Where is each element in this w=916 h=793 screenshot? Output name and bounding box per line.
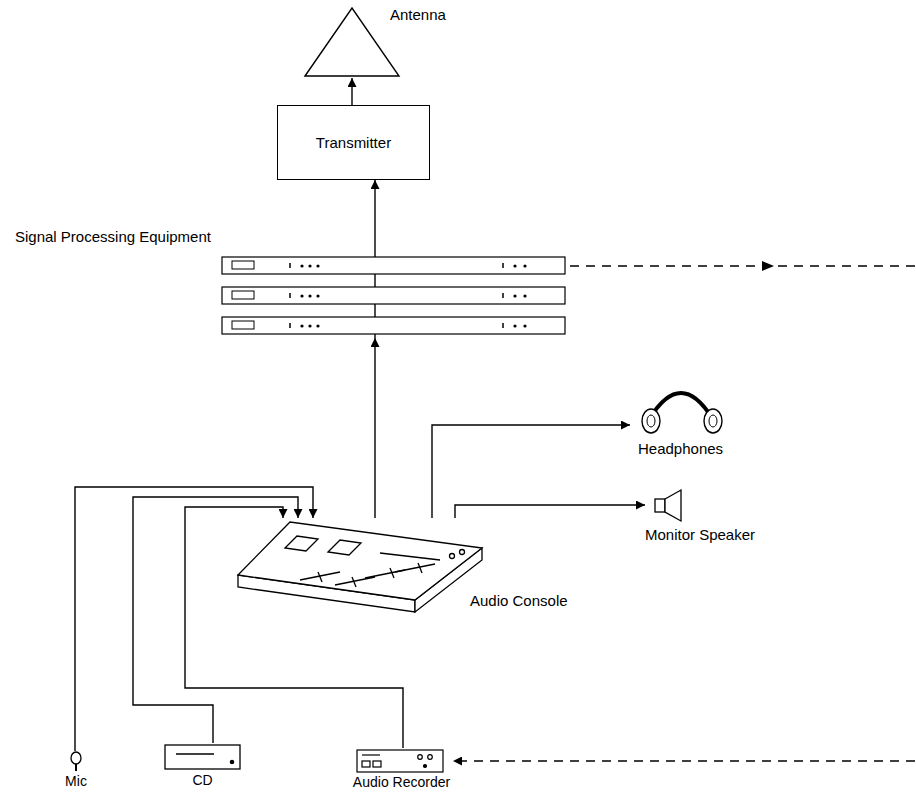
fader-knob: [352, 577, 356, 587]
dashed-connector: [453, 266, 916, 761]
equipment-rack: Signal Processing Equipment: [10, 226, 570, 338]
node-label: Headphones: [638, 440, 723, 457]
signal-connector: [185, 507, 403, 748]
node-label: Antenna: [390, 6, 446, 23]
ear-cup: [642, 409, 660, 433]
cd-player: CD: [163, 743, 242, 791]
recorder-led: [424, 765, 427, 768]
console-top: [238, 522, 482, 600]
signal-connector: [455, 505, 645, 518]
headband: [650, 393, 712, 418]
rack-unit: [222, 287, 565, 304]
rack-equipment: [222, 226, 565, 338]
node-label: Transmitter: [316, 134, 391, 151]
node-label: Mic: [65, 773, 87, 789]
mic-symbol: [71, 752, 81, 771]
fader-knob: [418, 563, 422, 573]
console-strip: [380, 553, 440, 560]
recorder-button: [362, 761, 370, 767]
recorder-knob: [418, 755, 423, 760]
cd-slot: [176, 753, 214, 754]
cd-player: [165, 745, 240, 769]
console-knob: [460, 550, 465, 555]
node-label: Monitor Speaker: [645, 526, 755, 543]
cd-symbol: [165, 745, 240, 769]
mic-head: [71, 752, 81, 764]
rack-wire: [374, 304, 375, 317]
node-label: CD: [192, 772, 212, 788]
console-knob: [450, 554, 455, 559]
rack-wire: [374, 274, 375, 287]
fader-track: [395, 564, 435, 572]
node-label: Signal Processing Equipment: [15, 228, 211, 245]
antenna-node: Antenna: [303, 6, 483, 78]
node-label: Audio Recorder: [353, 774, 450, 790]
console-meter: [285, 536, 318, 551]
recorder-display: [362, 754, 380, 755]
signal-connector: [374, 180, 375, 226]
console-meter: [328, 540, 361, 555]
signal-connector: [133, 497, 298, 743]
mic-handle: [75, 764, 77, 771]
rack-wire: [374, 226, 375, 257]
signal-connector: [351, 78, 352, 105]
headphones-symbol: [642, 393, 722, 433]
monitor-speaker: Monitor Speaker: [645, 488, 795, 546]
audio-console: Audio Console: [230, 518, 575, 613]
speaker-magnet: [655, 499, 665, 512]
microphone: Mic: [60, 751, 92, 791]
recorder-body: [357, 750, 443, 772]
recorder-symbol: [357, 750, 443, 772]
rack-unit: [222, 257, 565, 274]
fader-knob: [318, 572, 322, 582]
recorder-knob: [428, 755, 433, 760]
cd-button: [230, 760, 233, 763]
ear-cup-inner: [647, 415, 655, 427]
antenna-outline: [305, 8, 399, 76]
ear-cup: [704, 409, 722, 433]
speaker-symbol: [655, 490, 681, 521]
speaker-cone: [665, 490, 681, 521]
rack-unit: [222, 317, 565, 334]
signal-connector: [374, 338, 375, 518]
signal-connector: [432, 425, 630, 518]
antenna-symbol: [305, 8, 399, 76]
headphones: Headphones: [630, 385, 765, 458]
fader-knob: [390, 568, 394, 578]
ear-cup-inner: [709, 415, 717, 427]
process-box: Transmitter: [277, 105, 430, 180]
signal-connector: [75, 487, 313, 751]
audio-recorder: Audio Recorder: [350, 748, 453, 793]
rack-wire: [374, 334, 375, 338]
console-symbol: [238, 522, 482, 612]
recorder-button: [373, 761, 381, 767]
node-label: Audio Console: [470, 592, 568, 609]
